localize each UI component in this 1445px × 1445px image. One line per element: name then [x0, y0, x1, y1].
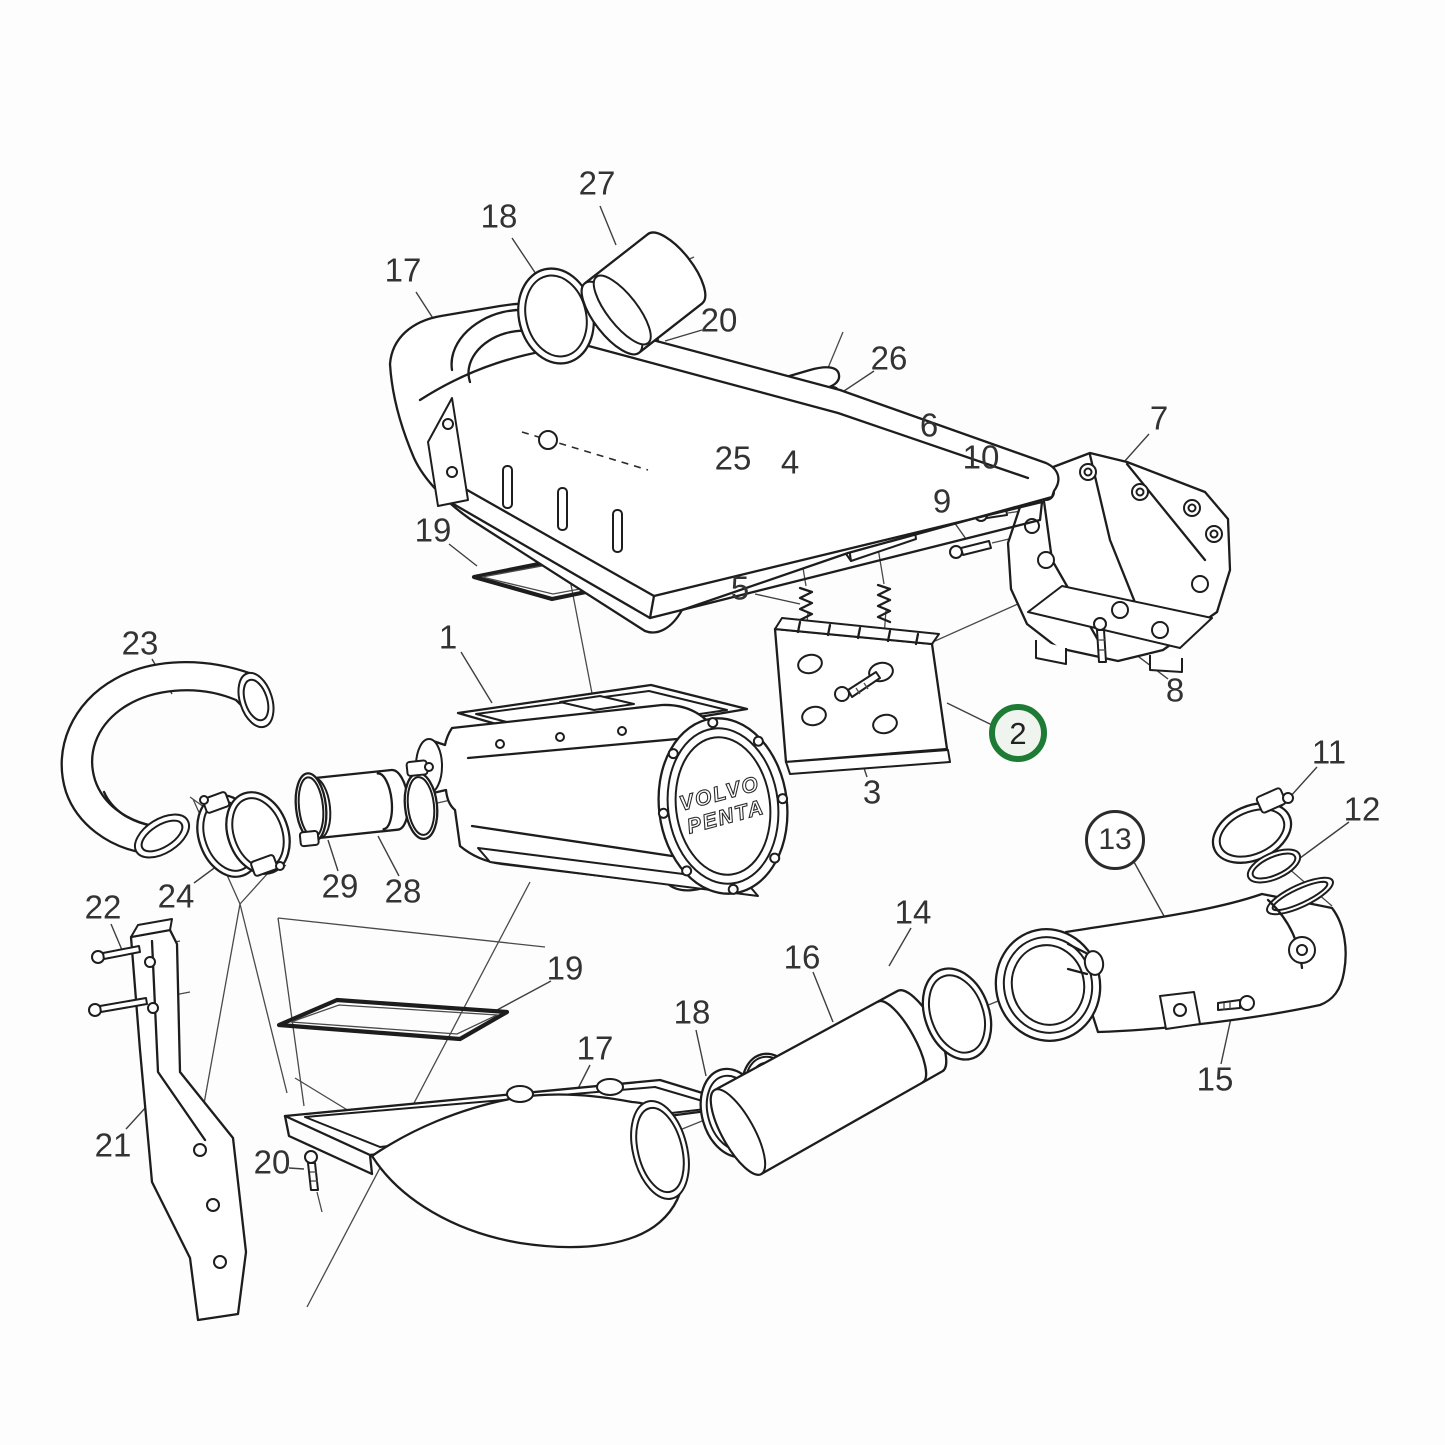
part-17-air-cleaner-housing-bottom — [283, 1078, 747, 1249]
part-23-air-intake-hose — [60, 661, 275, 859]
part-label-17: 17 — [384, 251, 422, 289]
part-5-springs — [798, 583, 892, 627]
part-label-5: 5 — [730, 569, 750, 607]
part-label-22: 22 — [84, 888, 122, 926]
part-label-20: 20 — [700, 301, 738, 339]
part-label-9: 9 — [932, 482, 952, 520]
part-19-gasket-bottom — [276, 997, 510, 1042]
part-29-sleeve-clamps — [294, 759, 439, 848]
part-label-26: 26 — [870, 339, 908, 377]
bolts-22 — [88, 945, 148, 1017]
part-label-4: 4 — [780, 443, 800, 481]
part-label-18: 18 — [480, 197, 518, 235]
part-label-7: 7 — [1149, 399, 1169, 437]
bolt-3 — [834, 671, 881, 702]
part-21-support-bracket — [129, 918, 248, 1322]
bolt-8 — [1093, 617, 1107, 663]
part-label-19: 19 — [546, 949, 584, 987]
part-label-24: 24 — [157, 877, 195, 915]
part-label-8: 8 — [1165, 671, 1185, 709]
part-label-28: 28 — [384, 872, 422, 910]
bolt-9 — [949, 540, 992, 559]
part-13-intake-pipe — [994, 876, 1347, 1042]
part-label-14: 14 — [894, 893, 932, 931]
part-label-13-marker[interactable]: 13 — [1085, 810, 1145, 870]
part-1-aftercooler-unit: VOLVO PENTA — [415, 683, 789, 897]
part-14-o-ring — [921, 967, 993, 1061]
part-16-filter-sleeve — [709, 989, 948, 1176]
part-label-29: 29 — [321, 867, 359, 905]
part-label-18: 18 — [673, 993, 711, 1031]
part-label-23: 23 — [121, 624, 159, 662]
part-label-19: 19 — [414, 511, 452, 549]
part-2-mounting-plate — [773, 617, 951, 775]
part-17-air-cleaner-cover-top — [388, 302, 1060, 634]
part-label-3: 3 — [862, 773, 882, 811]
part-11-hose-clamp — [1211, 787, 1294, 864]
part-label-20: 20 — [253, 1143, 291, 1181]
part-label-11: 11 — [1311, 733, 1347, 771]
part-27-hose-sleeve — [580, 231, 707, 356]
part-label-10: 10 — [962, 438, 1000, 476]
bolt-15 — [1217, 995, 1255, 1011]
part-24-hose-clamps — [196, 791, 291, 878]
part-label-1: 1 — [438, 618, 458, 656]
part-label-16: 16 — [783, 938, 821, 976]
part-label-2-marker[interactable]: 2 — [989, 704, 1047, 762]
part-label-17: 17 — [576, 1029, 614, 1067]
part-label-15: 15 — [1196, 1060, 1234, 1098]
part-label-6: 6 — [919, 406, 939, 444]
bolt-20-bottom — [304, 1150, 319, 1191]
part-label-21: 21 — [94, 1126, 132, 1164]
part-label-12: 12 — [1343, 790, 1381, 828]
part-12-o-ring — [1246, 848, 1302, 884]
part-label-25: 25 — [714, 439, 752, 477]
part-label-27: 27 — [578, 164, 616, 202]
